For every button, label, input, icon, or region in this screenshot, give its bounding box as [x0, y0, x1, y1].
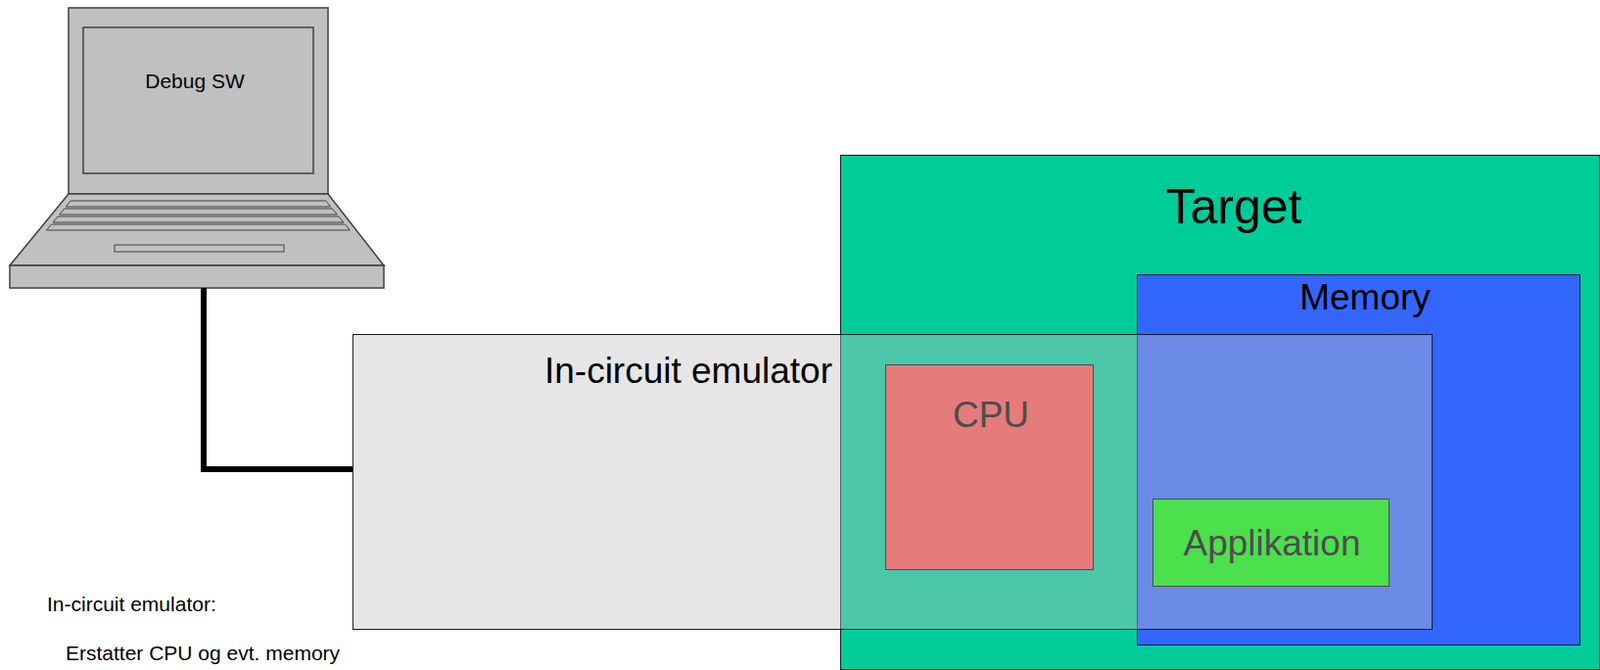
- note-bullet: Erstatter CPU og evt. memory: [65, 641, 340, 665]
- cable-connector: [203, 287, 353, 470]
- key-row: [65, 200, 330, 207]
- note-heading: In-circuit emulator:: [47, 592, 217, 616]
- laptop-node: Debug SW: [9, 7, 384, 288]
- node-label: CPU: [952, 394, 1030, 435]
- text-holder: Memory: [1299, 277, 1431, 320]
- node-label: Target: [1166, 179, 1303, 235]
- text-holder: Applikation: [1182, 522, 1361, 565]
- key-row: [47, 224, 351, 231]
- spacebar: [114, 244, 284, 252]
- text-holder: Debug SW: [144, 69, 245, 94]
- node-label: Applikation: [1182, 522, 1361, 564]
- cpu-box: CPU: [885, 364, 1094, 570]
- key-row: [52, 216, 344, 223]
- application-box: Applikation: [1152, 498, 1390, 587]
- node-label: Memory: [1299, 277, 1431, 318]
- laptop-base: [9, 265, 384, 288]
- node-label: Debug SW: [144, 69, 245, 93]
- laptop-keyboard: [9, 193, 384, 266]
- laptop-screen: [83, 27, 314, 174]
- key-row: [59, 208, 338, 215]
- node-label: In-circuit emulator: [544, 350, 833, 391]
- text-holder: In-circuit emulator: [544, 350, 833, 393]
- text-holder: Target: [1166, 179, 1303, 236]
- text-holder: CPU: [952, 394, 1030, 437]
- laptop-lid: [68, 7, 329, 194]
